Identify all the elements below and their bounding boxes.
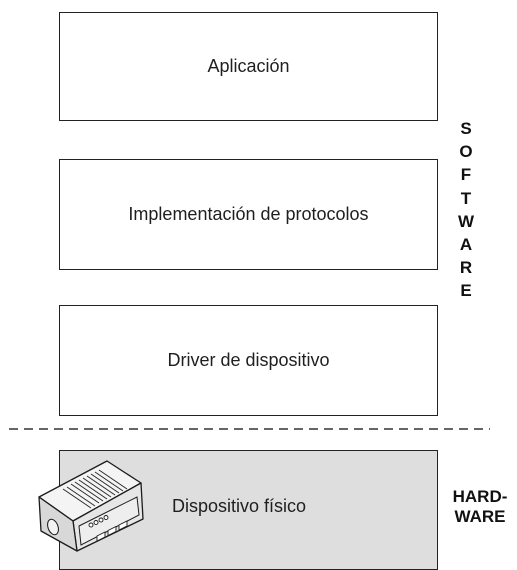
software-letter: O — [459, 142, 473, 162]
software-letter: A — [459, 235, 473, 255]
physical-device-label: Dispositivo físico — [172, 496, 307, 516]
hardware-side-label-line2: WARE — [454, 507, 506, 526]
application-layer-label: Aplicación — [207, 56, 290, 76]
software-letter: F — [460, 165, 472, 185]
protocol-layer-label: Implementación de protocolos — [128, 204, 369, 224]
driver-layer-box: Driver de dispositivo — [59, 305, 438, 416]
hardware-side-label-line1: HARD- — [452, 487, 508, 506]
protocol-layer-box: Implementación de protocolos — [59, 159, 438, 270]
software-letter: E — [460, 281, 472, 301]
software-letter: T — [460, 188, 472, 208]
hardware-side-label: HARD- WARE — [443, 487, 517, 527]
software-vertical-label: S O F T W A R E — [452, 117, 480, 303]
modem-icon — [38, 460, 144, 552]
software-letter: W — [457, 211, 475, 231]
software-letter: R — [459, 258, 473, 278]
software-letter: S — [460, 119, 472, 138]
driver-layer-label: Driver de dispositivo — [167, 350, 330, 370]
application-layer-box: Aplicación — [59, 12, 438, 121]
software-hardware-divider — [9, 428, 490, 430]
